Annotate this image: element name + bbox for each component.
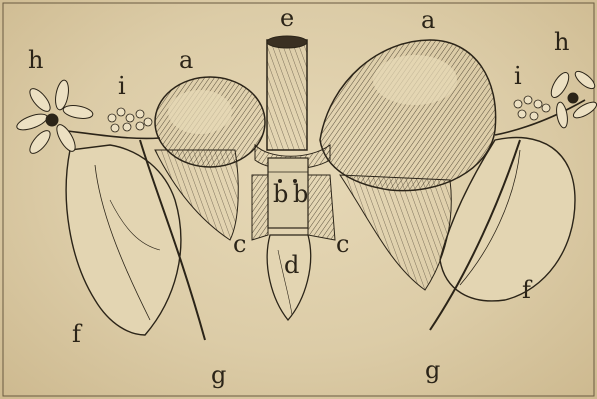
wing-c-left [252,175,268,240]
tube-e [267,40,307,150]
label-f-right: f [522,278,531,302]
label-a-right: a [421,8,435,32]
label-g-right: g [425,358,440,382]
label-c-right: c [336,232,349,256]
label-e: e [280,6,294,30]
florets-right [514,96,550,120]
label-h-left: h [28,48,43,72]
label-c-left: c [233,232,246,256]
right-flap [340,175,451,290]
label-h-right: h [554,30,569,54]
label-d: d [284,253,299,277]
wing-c-right [308,175,335,240]
branch-left [60,130,160,138]
flower-right [548,68,597,128]
label-b-right: b [293,182,308,206]
label-i-left: i [118,74,126,98]
label-f-left: f [72,322,81,346]
label-b-left: b [273,182,288,206]
label-i-right: i [514,64,522,88]
flower-left [15,79,94,156]
label-g-left: g [211,363,226,387]
label-a-left: a [179,48,193,72]
florets-left [108,108,152,132]
left-leaf [66,145,181,335]
